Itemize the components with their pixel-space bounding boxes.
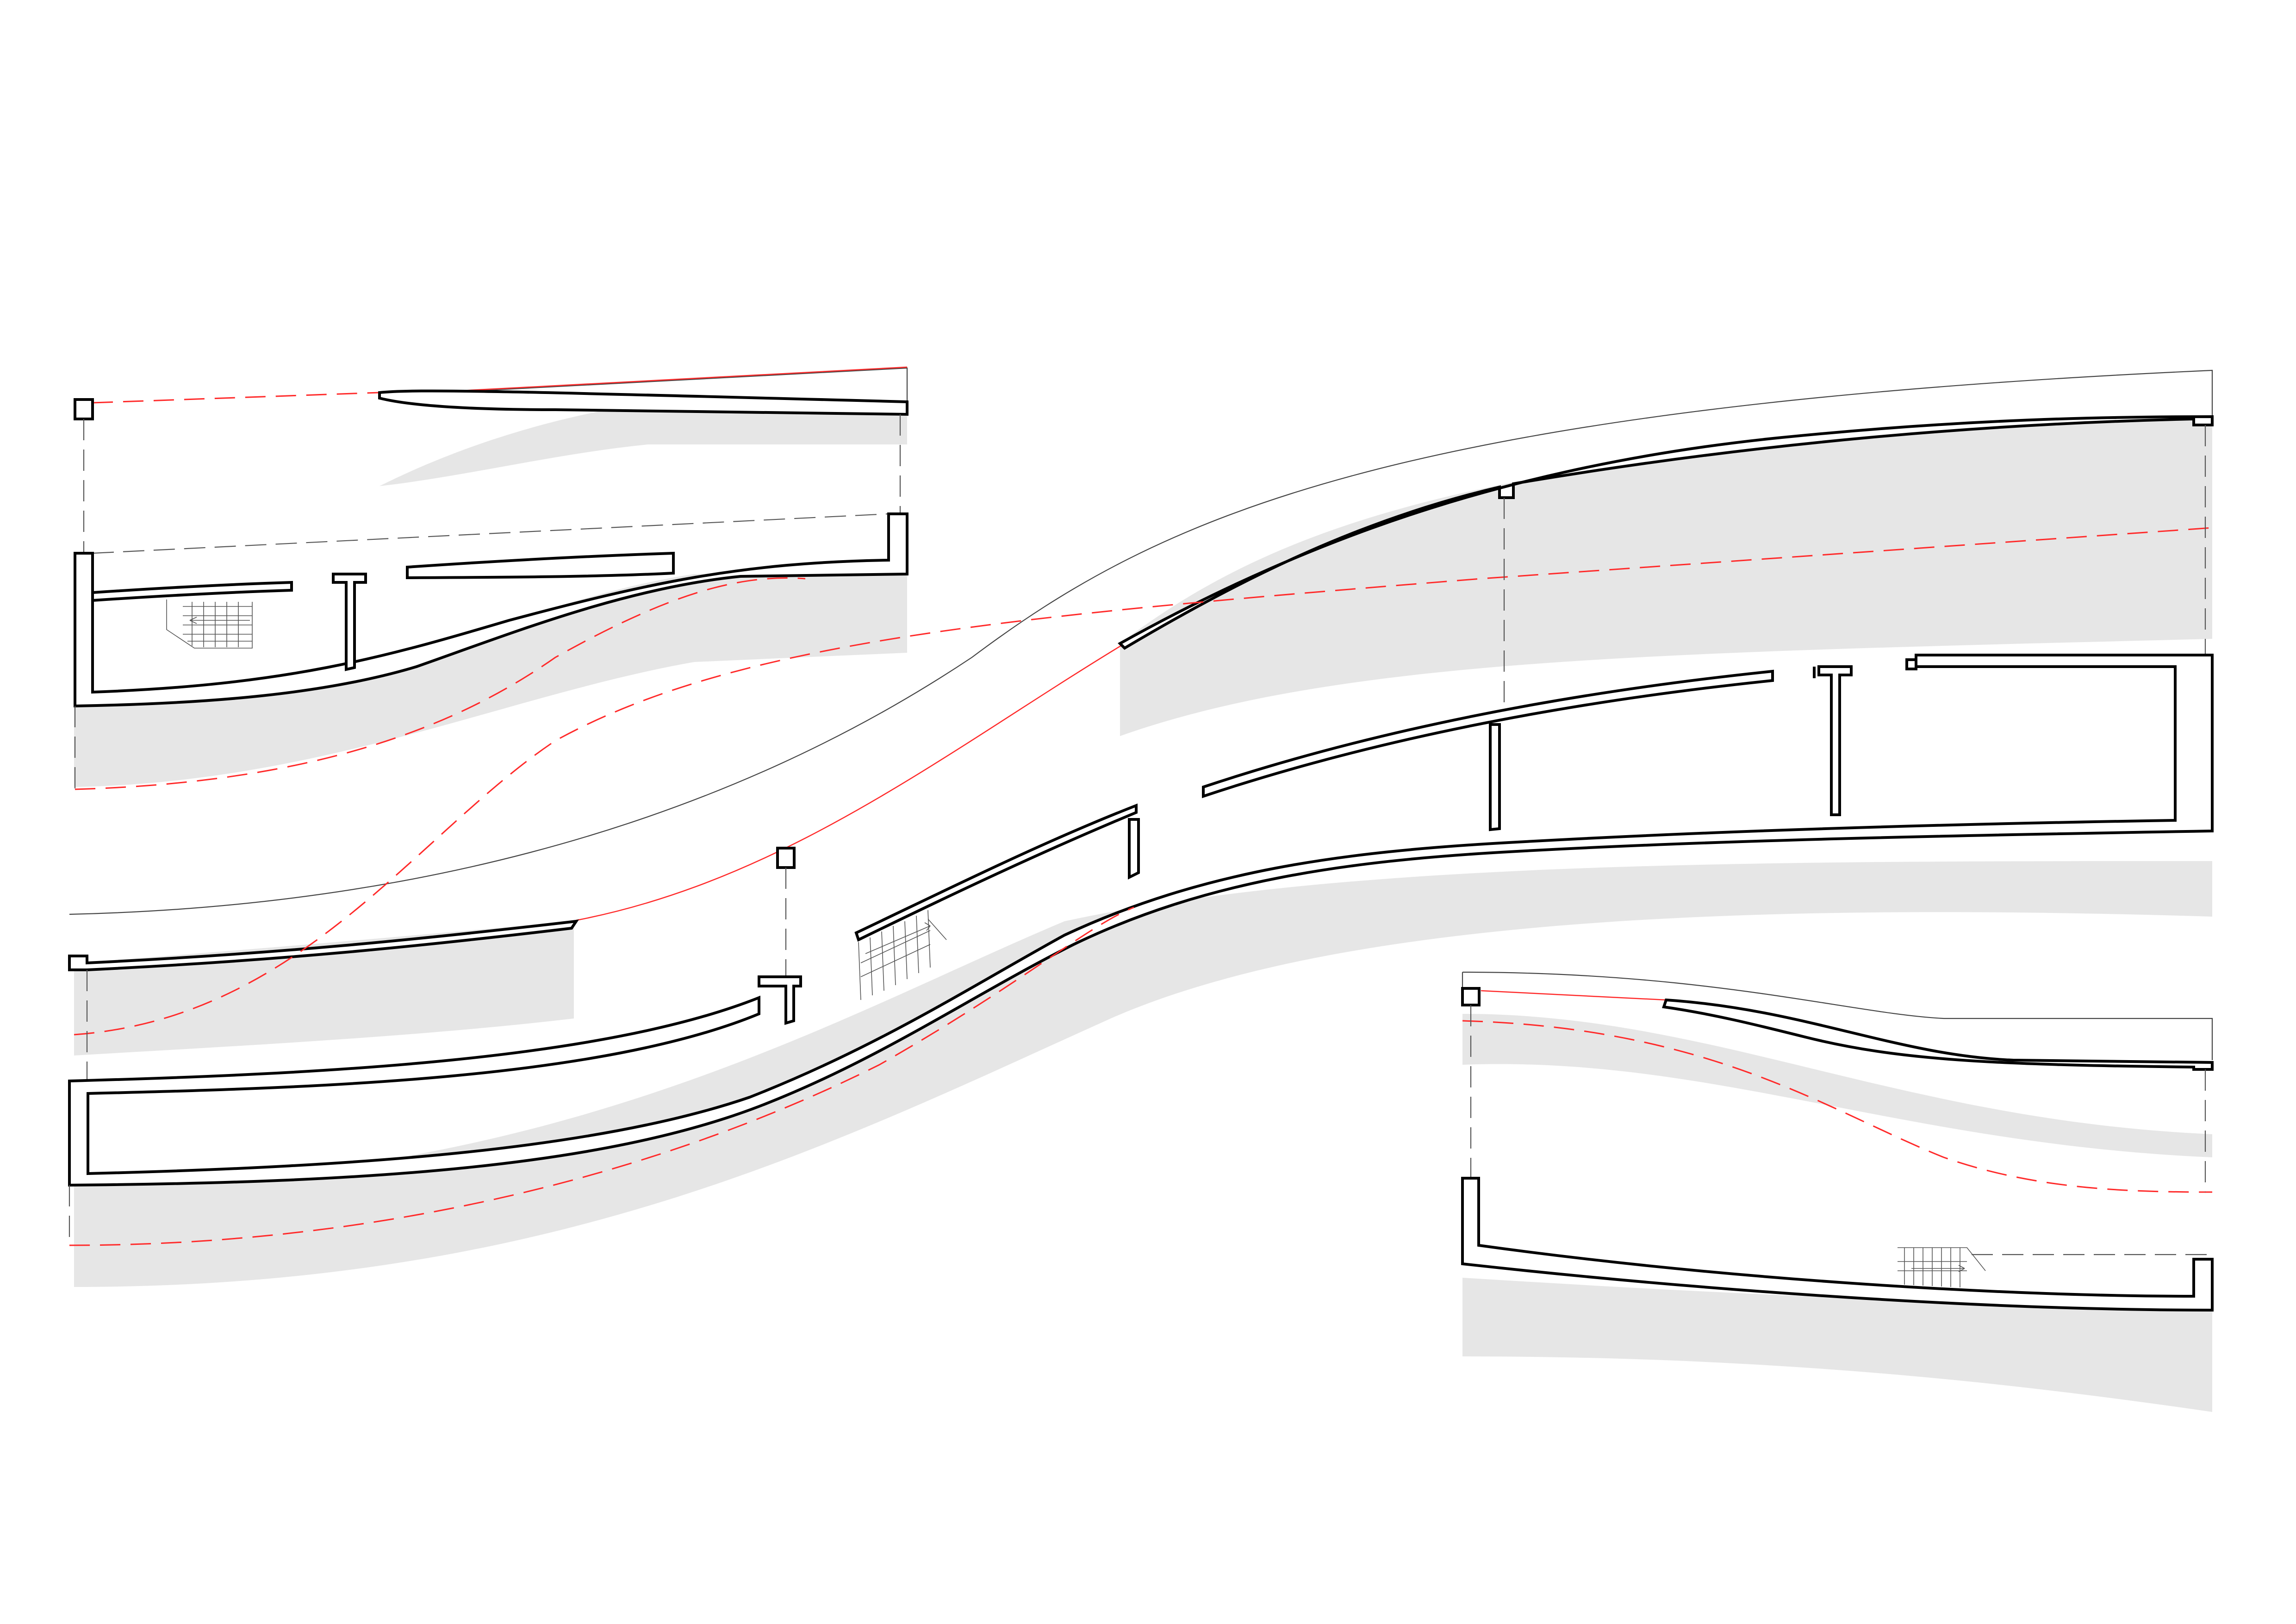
central-roof bbox=[68, 369, 2214, 1081]
upper-left-roof-slab bbox=[378, 389, 908, 416]
shadow-central-left-roof bbox=[74, 921, 574, 1056]
lower-right-roof-slab bbox=[1662, 998, 2214, 1071]
central-floor-slab-long bbox=[1813, 654, 2212, 678]
upper-left-floor-slab-2 bbox=[406, 551, 675, 580]
upper-left-stair bbox=[166, 600, 253, 649]
central-small-column bbox=[776, 847, 796, 869]
lower-right-floor-hull bbox=[1461, 1177, 2214, 1312]
upper-left-floor-hull bbox=[74, 512, 908, 708]
central-roof-outline bbox=[69, 369, 2213, 915]
central-ramp-slab-1 bbox=[854, 803, 1138, 942]
lower-right-red-dash bbox=[1462, 1020, 2213, 1193]
central-floor bbox=[68, 654, 2214, 1246]
central-floor-hull bbox=[68, 654, 2214, 1187]
lower-right-red-line bbox=[1481, 990, 1667, 1001]
upper-left-t-wall bbox=[332, 573, 367, 671]
central-partition-3 bbox=[1817, 665, 1853, 816]
central-red-dash-low bbox=[69, 906, 1134, 1246]
upper-left-mid-dash bbox=[92, 513, 889, 554]
upper-left-red-dash-top bbox=[92, 392, 380, 404]
central-stair bbox=[858, 910, 947, 1000]
upper-left-red-line bbox=[425, 366, 908, 394]
shadow-lower-right-floor bbox=[1462, 1278, 2212, 1412]
lower-right-column bbox=[1461, 987, 1481, 1006]
shadow-upper-left-roof bbox=[380, 403, 907, 486]
lower-right-stair bbox=[1898, 1247, 1986, 1287]
central-partition-2 bbox=[1489, 723, 1501, 831]
central-roof-slab-left bbox=[68, 919, 579, 971]
shadow-lower-right-roof bbox=[1462, 1014, 2212, 1157]
upper-left-floor-slab-1 bbox=[91, 581, 293, 602]
upper-left-red-dash-low bbox=[75, 577, 806, 790]
shadow-upper-left-floor bbox=[74, 569, 907, 787]
shadow-central-roof bbox=[1120, 417, 2212, 736]
central-roof-red-line bbox=[576, 643, 1125, 921]
central-red-dash-long bbox=[74, 527, 2213, 1036]
central-floor-slab-3 bbox=[1905, 658, 1917, 670]
lower-right-section bbox=[1461, 971, 2214, 1312]
shadow-central-floor bbox=[74, 861, 2212, 1287]
central-t-piece bbox=[758, 975, 802, 1025]
upper-left-section bbox=[74, 366, 908, 790]
shadow-layer bbox=[74, 403, 2212, 1412]
upper-left-column bbox=[74, 398, 94, 420]
central-roof-slab-right bbox=[1118, 415, 2214, 650]
upper-left-roof-outline bbox=[425, 367, 908, 403]
central-partition-1 bbox=[1128, 818, 1140, 880]
central-ramp-slab-2 bbox=[1202, 669, 1774, 799]
lower-right-roof-outline bbox=[1462, 971, 2213, 1060]
